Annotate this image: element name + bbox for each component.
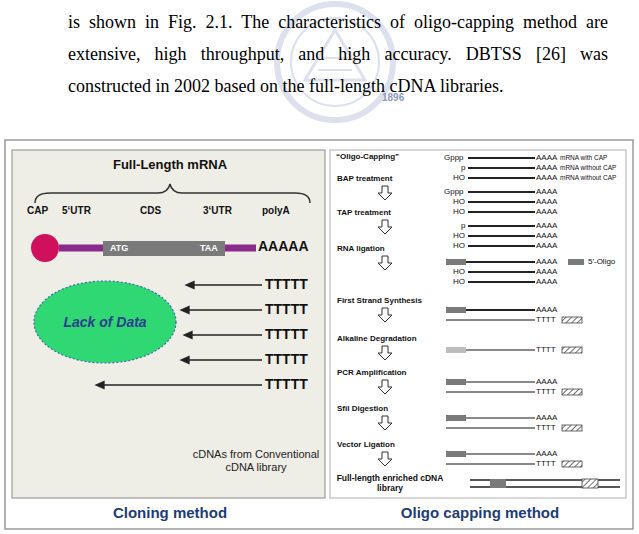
- oligo-boxes: [446, 259, 584, 457]
- primer-boxes: [562, 317, 582, 467]
- part-label: p: [461, 163, 465, 172]
- result-label: Full-length enriched cDNA library: [335, 474, 445, 494]
- part-label: AAAA: [536, 207, 557, 216]
- part-label: mRNA without CAP: [560, 174, 616, 181]
- part-label: ATG: [110, 243, 128, 253]
- figure-frame: [5, 140, 633, 529]
- part-label: AAAA: [536, 163, 557, 172]
- part-label: AAAA: [536, 449, 557, 458]
- cap-circle: [31, 234, 59, 262]
- part-label: TTTTT: [265, 326, 308, 342]
- part-label: AAAA: [536, 197, 557, 206]
- part-label: 3‘UTR: [203, 205, 232, 217]
- step-label: PCR Amplification: [337, 368, 406, 377]
- dna-strands: [446, 320, 535, 464]
- utr-line: [225, 245, 256, 252]
- part-label: TAA: [200, 243, 218, 253]
- utr-line: [59, 245, 104, 252]
- step-label: Vector Ligation: [337, 440, 395, 449]
- part-label: TTTT: [536, 345, 556, 354]
- node-text: Lack of Data: [63, 314, 146, 330]
- step-label: Alkaline Degradation: [337, 334, 417, 343]
- step-label: TAP treatment: [337, 208, 391, 217]
- part-label: AAAA: [536, 257, 557, 266]
- part-label: Gppp: [444, 153, 464, 162]
- ellipse-node: Lack of Data: [33, 280, 177, 364]
- part-label: polyA: [262, 205, 290, 217]
- part-label: AAAA: [536, 241, 557, 250]
- part-label: CDS: [140, 205, 161, 217]
- part-label: TTTTT: [265, 301, 308, 317]
- part-label: HO: [453, 197, 465, 206]
- part-label: AAAA: [536, 377, 557, 386]
- part-label: TTTTT: [265, 276, 308, 292]
- body-text: is shown in Fig. 2.1. The characteristic…: [68, 6, 608, 102]
- heading-label: Full-Length mRNA: [70, 158, 270, 173]
- part-label: HO: [453, 207, 465, 216]
- step-label: BAP treatment: [337, 174, 392, 183]
- part-label: AAAA: [536, 231, 557, 240]
- part-label: AAAA: [536, 221, 557, 230]
- part-label: HO: [453, 231, 465, 240]
- part-label: HO: [453, 277, 465, 286]
- cds-bar: [103, 241, 225, 256]
- part-label: 5'-Oligo: [588, 257, 615, 266]
- part-label: HO: [453, 173, 465, 182]
- step-label: SfiI Digestion: [337, 404, 388, 413]
- part-label: HO: [453, 241, 465, 250]
- part-label: “Oligo-Capping”: [336, 152, 399, 161]
- part-label: p: [461, 221, 465, 230]
- part-label: TTTT: [536, 423, 556, 432]
- vector: [470, 479, 620, 488]
- part-label: AAAA: [536, 187, 557, 196]
- step-arrows: [378, 186, 392, 466]
- part-label: TTTT: [536, 459, 556, 468]
- part-label: Gppp: [444, 187, 464, 196]
- part-label: mRNA with CAP: [560, 154, 607, 161]
- part-label: AAAA: [536, 305, 557, 314]
- part-label: CAP: [27, 205, 48, 217]
- part-label: AAAA: [536, 277, 557, 286]
- step-label: First Strand Synthesis: [337, 296, 422, 305]
- part-label: AAAAA: [258, 238, 309, 254]
- brace: [35, 184, 310, 203]
- rna-strands: [466, 158, 535, 310]
- part-label: HO: [453, 267, 465, 276]
- part-label: AAAA: [536, 173, 557, 182]
- left-panel: [12, 150, 325, 498]
- part-label: cDNAs from Conventional cDNA library: [192, 448, 320, 473]
- part-label: TTTTT: [265, 376, 308, 392]
- part-label: AAAA: [536, 153, 557, 162]
- caption-label: Cloning method: [20, 504, 320, 521]
- watermark-year: 1896: [382, 92, 404, 104]
- part-label: TTTTT: [265, 351, 308, 367]
- part-label: AAAA: [536, 267, 557, 276]
- right-panel: [330, 150, 626, 498]
- part-label: TTTT: [536, 315, 556, 324]
- caption-label: Oligo capping method: [330, 504, 630, 521]
- part-label: AAAA: [536, 413, 557, 422]
- part-label: TTTT: [536, 387, 556, 396]
- part-label: mRNA without CAP: [560, 164, 616, 171]
- part-label: 5‘UTR: [62, 205, 91, 217]
- step-label: RNA ligation: [337, 244, 385, 253]
